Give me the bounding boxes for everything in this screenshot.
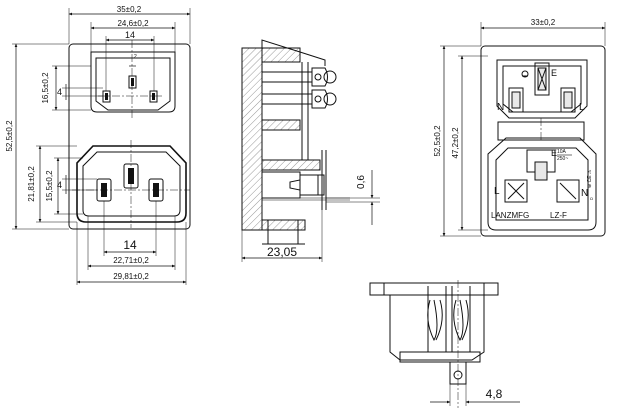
label-earth-lower: E (551, 148, 557, 158)
upper-inlet-outline (90, 51, 176, 113)
tab-hole-1 (314, 73, 322, 81)
lower-contact (261, 171, 301, 199)
side-flange (241, 47, 263, 231)
upper-pin-left-core (105, 93, 108, 100)
dim-right-inner-height: 47,2±0,2 (451, 127, 460, 159)
neutral-terminal-lower (504, 179, 528, 203)
neutral-contact (511, 91, 521, 109)
maker-marking: LANZMFG (491, 211, 529, 220)
body-outline (68, 43, 191, 230)
dim-lower-inner-height: 15,5±0,2 (45, 170, 54, 202)
tab-upper-1 (311, 67, 328, 87)
dim-right-width: 33±0,2 (531, 18, 556, 27)
label-live-lower: L (494, 186, 500, 197)
dim-lower-inner-width: 22,71±0,2 (113, 256, 149, 265)
upper-inlet-inner (95, 57, 171, 111)
label-neutral-lower: N (581, 188, 588, 199)
rating-voltage: 250~ (557, 156, 568, 162)
dim-bottom-pin-width: 4,8 (486, 387, 503, 401)
neutral-slot (508, 87, 524, 113)
lower-inlet-outer (76, 145, 187, 223)
earth-contact-lower (534, 161, 548, 181)
front-view-right: E N L E 10A 250~ L N ⊕ CE ⚠ Ω LANZMFG LZ… (433, 18, 606, 237)
dim-thickness: 0,6 (356, 175, 367, 189)
dim-overall-height: 52,5±0,2 (5, 120, 14, 152)
upper-pin-earth-core (131, 78, 134, 86)
label-earth-upper: E (551, 68, 557, 78)
tab-upper-2 (311, 89, 328, 109)
upper-pin-right-core (152, 93, 155, 100)
contact-spring-right (453, 299, 469, 342)
bottom-view: 4,8 (369, 280, 520, 408)
mid-bridge (497, 121, 585, 141)
tab-round-1 (323, 70, 337, 84)
dim-lower-outer-width: 29,81±0,2 (113, 272, 149, 281)
front-view-left: 35±0,2 24,6±0,2 14 2 16,5±0,2 4 52,5±0,2… (5, 5, 191, 285)
dim-lower-pin-spacing: 14 (123, 238, 137, 252)
bottom-base (399, 351, 481, 363)
terminal-upper-2 (261, 93, 313, 105)
tab-hole-2 (314, 95, 322, 103)
live-terminal-lower (556, 179, 580, 203)
terminal-upper-1 (261, 71, 313, 83)
right-lower-inlet (487, 137, 597, 231)
right-upper-socket (496, 59, 588, 119)
dim-upper-pin-spacing: 14 (125, 30, 135, 40)
cert-small: Ω (590, 196, 593, 201)
model-marking: LZ-F (550, 211, 567, 220)
dim-right-overall-height: 52,5±0,2 (433, 125, 442, 157)
top-spring-clip (261, 39, 326, 66)
earth-symbol (521, 70, 529, 78)
dim-lower-pin-gap: 4 (57, 180, 62, 190)
dim-pin-gap: 4 (57, 87, 62, 97)
bottom-flange (369, 282, 499, 296)
dim-lower-outer-height: 21,81±0,2 (27, 166, 36, 202)
rating-current: 10A (557, 149, 567, 155)
label-live-upper: L (579, 102, 585, 113)
side-view: 0,6 23,05 (241, 39, 380, 262)
lower-inlet-inner (82, 151, 181, 217)
dim-pin-width-small: 2 (134, 54, 137, 60)
lower-terminal (299, 174, 325, 196)
dim-upper-height: 16,5±0,2 (41, 72, 50, 104)
label-neutral-upper: N (497, 102, 504, 113)
earth-slot (534, 62, 550, 96)
tab-round-2 (323, 92, 337, 106)
dim-depth: 23,05 (267, 245, 297, 259)
right-lower-inlet-inner (495, 147, 589, 221)
dim-overall-width: 35±0,2 (117, 5, 142, 14)
live-contact (563, 91, 573, 109)
dim-flange-width: 24,6±0,2 (117, 19, 149, 28)
right-body-outline (480, 45, 606, 237)
contact-spring-left (427, 299, 443, 342)
bottom-body (389, 295, 485, 361)
cert-marks: ⊕ CE ⚠ (587, 169, 593, 188)
live-slot (560, 87, 576, 113)
